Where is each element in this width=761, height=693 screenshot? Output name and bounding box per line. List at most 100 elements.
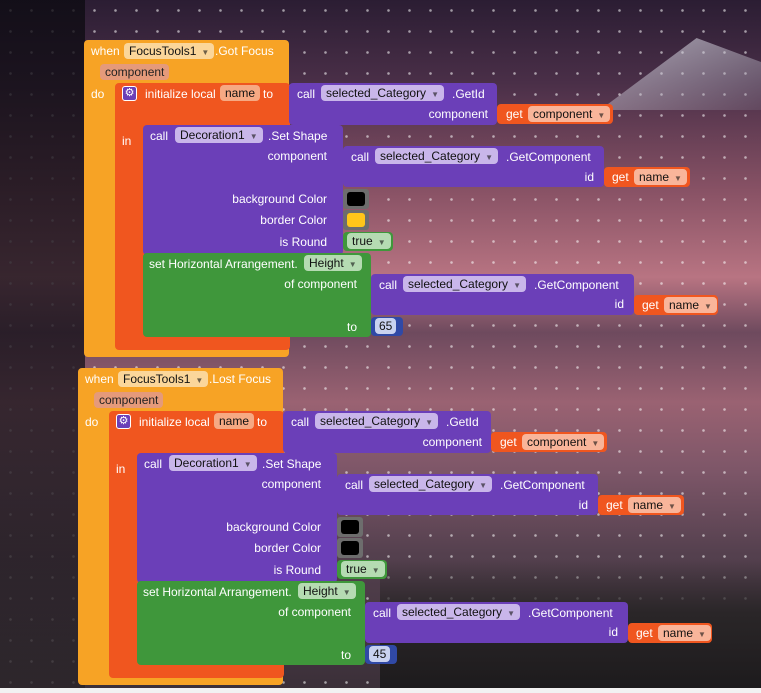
number-value[interactable]: 65 (375, 318, 397, 334)
chevron-down-icon: ▼ (597, 111, 606, 120)
component-socket-label: component (422, 435, 482, 449)
set-shape-call-block[interactable] (137, 453, 337, 583)
initialize-local-label: initialize local (145, 87, 216, 101)
color-swatch[interactable] (347, 192, 365, 206)
boolean-dropdown[interactable]: true▼ (341, 561, 385, 577)
category-dropdown[interactable]: selected_Category▼ (403, 276, 526, 292)
call-label: call (351, 150, 370, 164)
id-socket-label: id (578, 498, 588, 512)
chevron-down-icon: ▼ (249, 132, 258, 141)
chevron-down-icon: ▼ (201, 48, 210, 57)
boolean-dropdown[interactable]: true▼ (347, 233, 391, 249)
call-label: call (345, 478, 364, 492)
category-dropdown[interactable]: selected_Category▼ (321, 85, 444, 101)
set-arrangement-label: set Horizontal Arrangement. (143, 585, 292, 599)
component-socket-label: component (428, 107, 488, 121)
component-dropdown-value: FocusTools1 (123, 372, 191, 386)
set-shape-method: .Set Shape (262, 457, 322, 471)
get-variable-dropdown[interactable]: name▼ (664, 297, 717, 313)
horizontal-scrollbar[interactable] (0, 688, 761, 693)
chevron-down-icon: ▼ (348, 260, 357, 269)
background-mountain (600, 38, 761, 110)
chevron-down-icon: ▼ (507, 609, 515, 618)
call-label: call (144, 457, 163, 471)
component-dropdown[interactable]: FocusTools1 ▼ (124, 43, 215, 59)
category-dropdown[interactable]: selected_Category ▼ (369, 476, 492, 492)
get-variable-value: name (663, 626, 694, 640)
get-variable-dropdown[interactable]: name ▼ (634, 169, 687, 185)
border-color-block[interactable] (343, 210, 369, 230)
chevron-down-icon: ▼ (591, 439, 600, 448)
when-label: when (85, 372, 114, 386)
call-label: call (150, 129, 169, 143)
component-dropdown[interactable]: FocusTools1 ▼ (118, 371, 209, 387)
get-variable-dropdown[interactable]: component ▼ (522, 434, 605, 450)
gear-icon[interactable]: ⚙ (122, 86, 137, 101)
event-parameter[interactable]: component (94, 392, 164, 408)
call-label: call (373, 606, 392, 620)
background-color-block[interactable] (343, 189, 369, 209)
decoration-dropdown-value: Decoration1 (180, 128, 245, 142)
category-dropdown[interactable]: selected_Category ▼ (315, 413, 438, 429)
do-label: do (85, 415, 99, 429)
background-color-label: background Color (226, 520, 321, 534)
color-swatch[interactable] (341, 541, 359, 555)
decoration-dropdown[interactable]: Decoration1 ▼ (169, 455, 257, 471)
local-variable-name[interactable]: name (220, 85, 261, 101)
color-swatch[interactable] (347, 213, 365, 227)
initialize-local-label: initialize local (139, 415, 210, 429)
get-variable-dropdown[interactable]: name▼ (658, 625, 711, 641)
decoration-dropdown[interactable]: Decoration1 ▼ (175, 127, 263, 143)
id-socket-label: id (584, 170, 594, 184)
chevron-down-icon: ▼ (243, 460, 252, 469)
chevron-down-icon: ▼ (342, 588, 351, 597)
color-swatch[interactable] (341, 520, 359, 534)
category-dropdown-value: selected_Category (374, 477, 475, 491)
call-label: call (291, 415, 310, 429)
border-color-block[interactable] (337, 538, 363, 558)
component-dropdown-value: FocusTools1 (129, 44, 197, 58)
get-label: get (506, 107, 523, 121)
background-shadow (0, 0, 85, 693)
chevron-down-icon: ▼ (195, 376, 204, 385)
getid-method: .GetId (446, 415, 479, 429)
category-dropdown-value: selected_Category (326, 86, 427, 100)
get-variable-value: name (639, 170, 670, 184)
property-value: Height (309, 256, 344, 270)
category-dropdown-value: selected_Category (402, 605, 503, 619)
category-dropdown[interactable]: selected_Category ▼ (397, 604, 520, 620)
category-dropdown[interactable]: selected_Category▼ (375, 148, 498, 164)
chevron-down-icon: ▼ (377, 238, 386, 247)
event-parameter[interactable]: component (100, 64, 170, 80)
getid-method: .GetId (452, 87, 485, 101)
category-dropdown-value: selected_Category (320, 414, 421, 428)
set-arrangement-label: set Horizontal Arrangement. (149, 257, 298, 271)
get-label: get (642, 298, 659, 312)
event-name: .Got Focus (215, 44, 274, 58)
get-variable-dropdown[interactable]: component▼ (528, 106, 611, 122)
property-dropdown[interactable]: Height▼ (298, 583, 356, 599)
gear-icon[interactable]: ⚙ (116, 414, 131, 429)
to-label: to (340, 648, 351, 662)
border-color-label: border Color (260, 213, 327, 227)
get-variable-dropdown[interactable]: name▼ (628, 497, 681, 513)
get-label: get (612, 170, 629, 184)
do-label: do (91, 87, 105, 101)
property-dropdown[interactable]: Height ▼ (304, 255, 362, 271)
local-variable-name[interactable]: name (214, 413, 255, 429)
getcomponent-method: .GetComponent (534, 278, 619, 292)
number-value[interactable]: 45 (369, 646, 391, 662)
background-color-block[interactable] (337, 517, 363, 537)
get-label: get (636, 626, 653, 640)
chevron-down-icon: ▼ (674, 174, 682, 183)
set-shape-call-block[interactable] (143, 125, 343, 255)
id-socket-label: id (608, 625, 618, 639)
category-dropdown-value: selected_Category (380, 149, 481, 163)
chevron-down-icon: ▼ (425, 418, 433, 427)
of-component-label: of component (278, 605, 351, 619)
in-label: in (116, 462, 126, 476)
decoration-dropdown-value: Decoration1 (174, 456, 239, 470)
get-variable-value: component (527, 435, 587, 449)
chevron-down-icon: ▼ (479, 481, 487, 490)
chevron-down-icon: ▼ (704, 302, 712, 311)
